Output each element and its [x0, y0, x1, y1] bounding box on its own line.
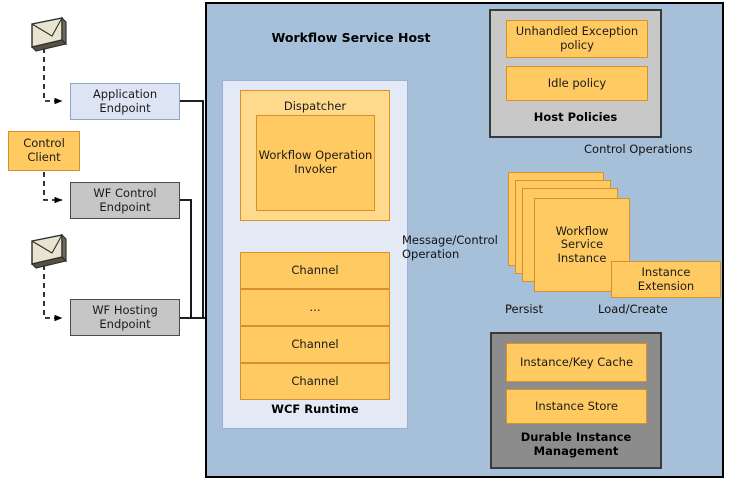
- idle-policy-label: Idle policy: [547, 75, 607, 90]
- workflow-service-instance-label: Workflow Service Instance: [555, 223, 609, 265]
- edge-label-load-create: Load/Create: [598, 302, 668, 316]
- channel-label: Channel: [291, 373, 339, 388]
- instance-store-label: Instance Store: [535, 398, 618, 413]
- workflow-operation-invoker-box[interactable]: Workflow Operation Invoker: [256, 115, 375, 211]
- control-client-label: Control Client: [23, 136, 65, 164]
- edge-label-persist: Persist: [505, 302, 544, 316]
- application-endpoint-box[interactable]: Application Endpoint: [70, 83, 180, 120]
- edge-message-to-wf-hosting-endpoint: [43, 265, 63, 322]
- host-policies-label: Host Policies: [533, 110, 618, 124]
- channel-box[interactable]: Channel: [240, 326, 390, 363]
- channel-label: Channel: [291, 336, 339, 351]
- channel-label: Channel: [291, 262, 339, 277]
- edge-label-control-operations: Control Operations: [584, 142, 693, 156]
- channel-ellipsis-box[interactable]: ...: [240, 289, 390, 326]
- edge-control-client-to-wf-control-endpoint: [43, 172, 63, 204]
- wf-control-endpoint-label: WF Control Endpoint: [93, 185, 157, 214]
- instance-extension-label: Instance Extension: [637, 264, 695, 293]
- unhandled-exception-policy-label: Unhandled Exception policy: [515, 24, 639, 52]
- edge-message-to-application-endpoint: [43, 48, 63, 105]
- workflow-operation-invoker-label: Workflow Operation Invoker: [258, 148, 373, 176]
- envelope-icon: [30, 16, 68, 52]
- unhandled-exception-policy-box[interactable]: Unhandled Exception policy: [506, 20, 648, 58]
- control-client-box[interactable]: Control Client: [8, 131, 80, 171]
- edge-wf-control-endpoint-to-runtime: [180, 199, 192, 318]
- instance-key-cache-label: Instance/Key Cache: [519, 354, 634, 369]
- wcf-runtime-label: WCF Runtime: [271, 402, 359, 416]
- wf-control-endpoint-box[interactable]: WF Control Endpoint: [70, 182, 180, 219]
- channel-ellipsis-label: ...: [309, 299, 321, 314]
- channel-box[interactable]: Channel: [240, 252, 390, 289]
- instance-key-cache-box[interactable]: Instance/Key Cache: [506, 343, 647, 382]
- application-endpoint-label: Application Endpoint: [92, 86, 158, 115]
- wf-hosting-endpoint-label: WF Hosting Endpoint: [92, 302, 158, 331]
- dispatcher-label: Dispatcher: [283, 99, 347, 113]
- instance-extension-box[interactable]: Instance Extension: [611, 261, 721, 298]
- wf-hosting-endpoint-box[interactable]: WF Hosting Endpoint: [70, 299, 180, 336]
- instance-store-box[interactable]: Instance Store: [506, 389, 647, 424]
- idle-policy-box[interactable]: Idle policy: [506, 66, 648, 101]
- envelope-icon: [30, 233, 68, 269]
- durable-instance-management-label: Durable Instance Management: [520, 430, 632, 459]
- edge-application-endpoint-to-runtime: [180, 100, 204, 318]
- edge-label-message-control-operation: Message/Control Operation: [402, 233, 498, 261]
- channel-box[interactable]: Channel: [240, 363, 390, 400]
- workflow-service-host-title: Workflow Service Host: [271, 30, 431, 45]
